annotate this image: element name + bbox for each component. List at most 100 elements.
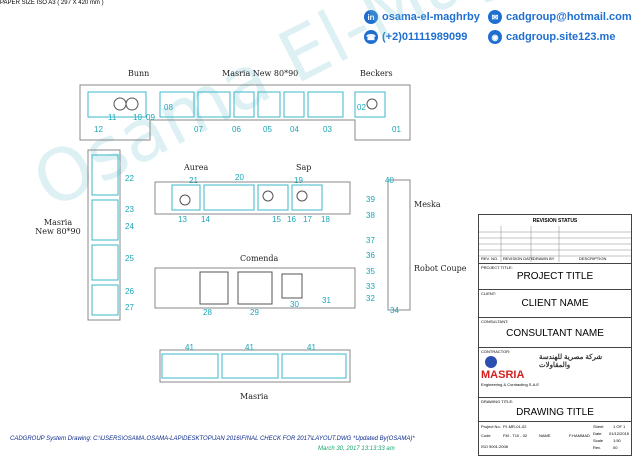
label-robot-coupe: Robot Coupe xyxy=(414,264,467,273)
project-title-label: PROJECT TITLE: xyxy=(481,265,513,270)
date-value: 01/12/2015 xyxy=(609,431,630,436)
item-number: 31 xyxy=(322,296,331,305)
item-number: 23 xyxy=(125,205,134,214)
website-text: cadgroup.site123.me xyxy=(506,31,616,43)
drawing-title-label: DRAWING TITLE: xyxy=(481,399,514,404)
contractor-section: CONTRACTOR: شركة مصرية للهندسة والمقاولا… xyxy=(479,347,631,398)
code-label: Code xyxy=(481,433,491,438)
item-number: 35 xyxy=(366,267,375,276)
company-arabic-name: شركة مصرية للهندسة والمقاولات xyxy=(539,354,603,369)
item-number: 34 xyxy=(390,306,399,315)
item-number: 08 xyxy=(164,103,173,112)
item-number: 27 xyxy=(125,303,134,312)
linkedin-icon: in xyxy=(364,10,378,24)
item-number: 36 xyxy=(366,251,375,260)
client-label: CLIENT: xyxy=(481,291,496,296)
item-number: 13 xyxy=(178,215,187,224)
item-number: 05 xyxy=(263,125,272,134)
company-subtitle: Engineering & Contracting S.A.E xyxy=(481,382,540,387)
project-no-label: Project No. xyxy=(481,424,501,429)
item-number: 30 xyxy=(290,300,299,309)
phone-icon: ☎ xyxy=(364,30,378,44)
item-number: 12 xyxy=(94,125,103,134)
item-number: 26 xyxy=(125,287,134,296)
item-number: 09 xyxy=(146,113,155,122)
item-number: 38 xyxy=(366,211,375,220)
item-number: 01 xyxy=(392,125,401,134)
rev-no-label: REV. NO. xyxy=(481,256,499,261)
phone-text: (+2)01111989099 xyxy=(382,31,468,43)
file-path-footer: CADGROUP System Drawing: C:\USERS\OSAMA.… xyxy=(10,436,415,442)
rev-label: Rev. xyxy=(593,445,601,450)
item-number: 33 xyxy=(366,282,375,291)
title-block: REVISION STATUS REV. NO. REVISION DATE D… xyxy=(478,214,632,456)
item-number: 37 xyxy=(366,236,375,245)
consultant-name: CONSULTANT NAME xyxy=(506,328,604,339)
label-beckers: Beckers xyxy=(360,69,393,78)
item-number: 29 xyxy=(250,308,259,317)
paper-size-label: PAPER SIZE ISO A3 ( 297 X 420 mm ) xyxy=(0,0,104,6)
item-number: 39 xyxy=(366,195,375,204)
revision-grid xyxy=(479,226,631,262)
item-number: 07 xyxy=(194,125,203,134)
checked-name: F.HAMMAD xyxy=(569,433,590,438)
client-section: CLIENT: CLIENT NAME xyxy=(479,289,631,318)
item-number: 18 xyxy=(321,215,330,224)
item-number: 14 xyxy=(201,215,210,224)
item-number: 25 xyxy=(125,254,134,263)
item-number: 24 xyxy=(125,222,134,231)
item-number: 41 xyxy=(307,343,316,352)
item-number: 16 xyxy=(287,215,296,224)
label-masria-left: Masria New 80*90 xyxy=(35,218,81,236)
code-value: FM - T10 - 02 xyxy=(503,433,528,438)
label-meska: Meska xyxy=(414,200,441,209)
linkedin-contact[interactable]: in osama-el-maghrby xyxy=(364,10,480,24)
item-number: 28 xyxy=(203,308,212,317)
phone-contact[interactable]: ☎ (+2)01111989099 xyxy=(364,30,467,44)
website-contact[interactable]: ◉ cadgroup.site123.me xyxy=(488,30,615,44)
item-number: 03 xyxy=(323,125,332,134)
contractor-label: CONTRACTOR: xyxy=(481,349,511,354)
project-no-value: P.I-MR-01-02 xyxy=(503,424,527,429)
masria-logo-icon xyxy=(485,356,497,368)
item-number: 19 xyxy=(294,176,303,185)
email-contact[interactable]: ✉ cadgroup@hotmail.com xyxy=(488,10,632,24)
sheet-label: Sheet xyxy=(593,424,604,429)
consultant-section: CONSULTANT: CONSULTANT NAME xyxy=(479,317,631,348)
email-icon: ✉ xyxy=(488,10,502,24)
drawing-title-section: DRAWING TITLE: DRAWING TITLE xyxy=(479,397,631,422)
label-comenda: Comenda xyxy=(240,254,279,263)
date-label: Date xyxy=(593,431,602,436)
item-number: 41 xyxy=(245,343,254,352)
consultant-label: CONSULTANT: xyxy=(481,319,509,324)
item-number: 41 xyxy=(185,343,194,352)
sheet-value: 1 OF 1 xyxy=(613,424,626,429)
scale-value: 1:50 xyxy=(613,438,621,443)
item-number: 17 xyxy=(303,215,312,224)
item-number: 10 xyxy=(133,113,142,122)
item-number: 20 xyxy=(235,173,244,182)
item-number: 22 xyxy=(125,174,134,183)
company-name: MASRIA xyxy=(481,369,525,381)
item-number: 32 xyxy=(366,294,375,303)
item-number: 15 xyxy=(272,215,281,224)
item-number: 04 xyxy=(290,125,299,134)
label-aurea: Aurea xyxy=(184,163,209,172)
revision-status-label: REVISION STATUS xyxy=(532,218,578,224)
item-number: 02 xyxy=(357,103,366,112)
item-number: 11 xyxy=(108,113,117,122)
footer-date: March 30, 2017 13:13:33 am xyxy=(318,446,395,452)
item-number: 40 xyxy=(385,176,394,185)
drawing-title: DRAWING TITLE xyxy=(516,407,594,418)
label-masria-bottom: Masria xyxy=(240,392,269,401)
scale-label: Scale xyxy=(593,438,604,443)
description-label: DESCRIPTION xyxy=(579,256,607,261)
globe-icon: ◉ xyxy=(488,30,502,44)
drawn-name: NAME xyxy=(539,433,551,438)
drawing-info-section: Project No. P.I-MR-01-02 Code FM - T10 -… xyxy=(479,421,631,455)
rev-value: 00 xyxy=(613,445,618,450)
email-text: cadgroup@hotmail.com xyxy=(506,11,632,23)
iso-label: ISO 9001:2008 xyxy=(481,444,508,449)
label-masria-top: Masria New 80*90 xyxy=(222,69,299,78)
